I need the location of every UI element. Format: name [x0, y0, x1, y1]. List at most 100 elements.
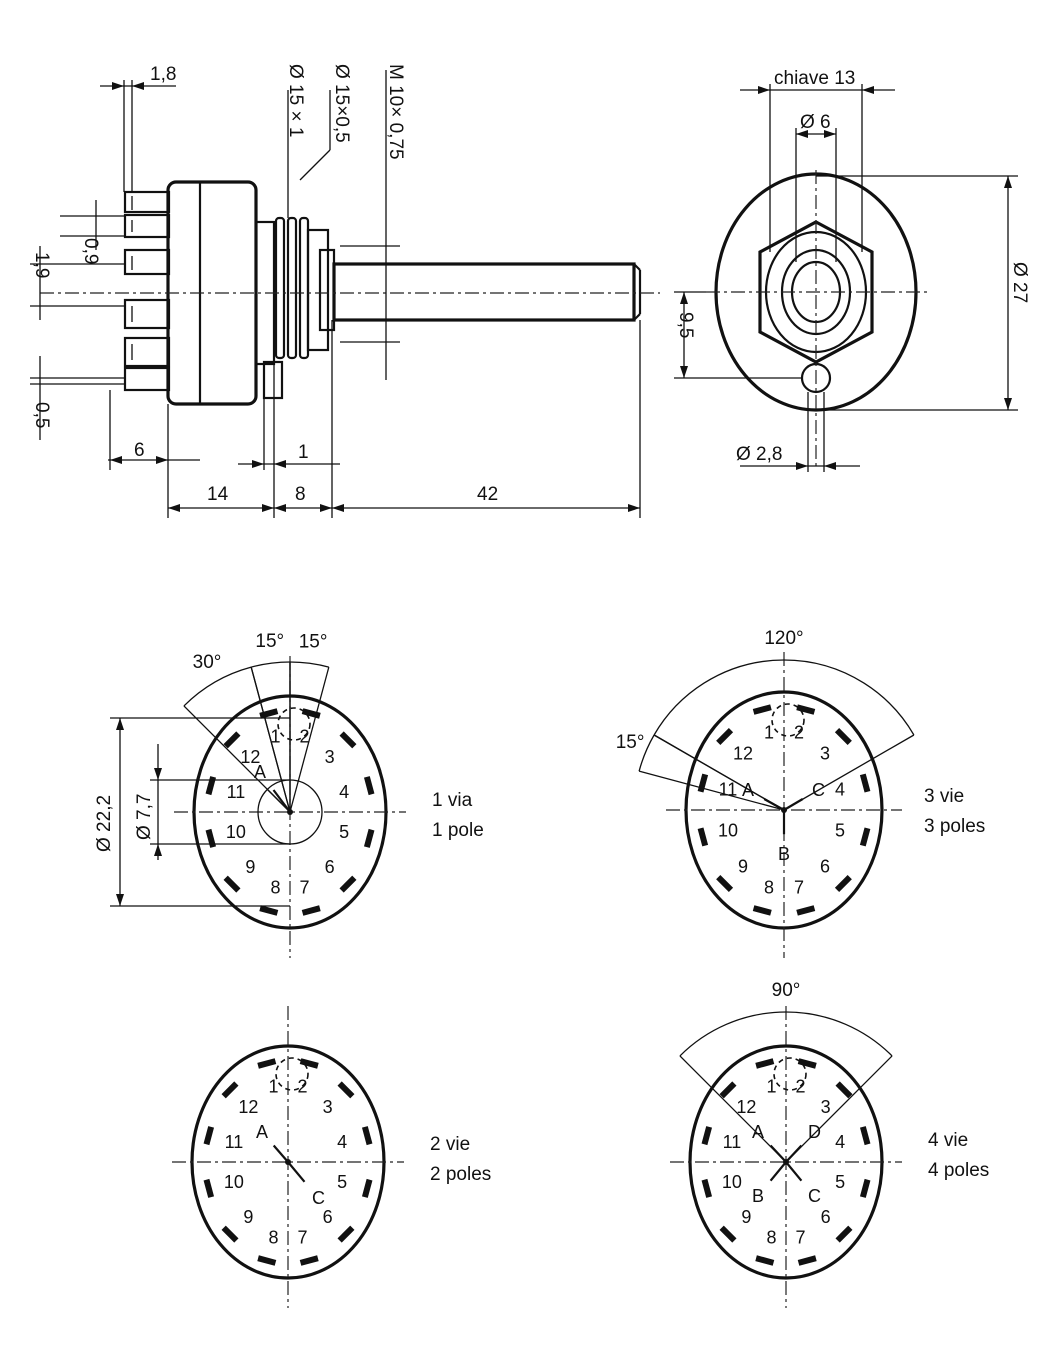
pin-label: 10	[226, 822, 246, 842]
contact-6	[339, 875, 357, 893]
contact-5	[859, 1178, 871, 1198]
pin-label: 1	[766, 1077, 776, 1097]
contact-12	[223, 731, 241, 749]
dim-1-9: 1,9	[31, 252, 52, 278]
contact-3	[339, 731, 357, 749]
pin-label: 3	[820, 743, 830, 763]
pin-label: 12	[240, 747, 260, 767]
pin-label: 2	[795, 1077, 805, 1097]
pin-label: 10	[722, 1172, 742, 1192]
contact-9	[223, 875, 241, 893]
pin-label: 1	[270, 727, 280, 747]
contact-4	[361, 1126, 373, 1146]
pin-label: 5	[835, 1172, 845, 1192]
contact-6	[834, 875, 852, 893]
pin-label: 8	[268, 1227, 278, 1247]
contact-9	[719, 1225, 737, 1243]
contact-7	[299, 1255, 319, 1266]
pin-label: 5	[337, 1172, 347, 1192]
pole-label-it: 2 vie	[430, 1134, 470, 1155]
side-view: 1,8 0,9 1,9 0,5 6 1 14 8 42 Ø 15 × 1 Ø 1…	[30, 64, 660, 518]
contact-4	[859, 773, 871, 793]
pin-label: 10	[224, 1172, 244, 1192]
pin-label: 5	[339, 822, 349, 842]
pin-label: 6	[821, 1207, 831, 1227]
contact-1	[257, 1058, 277, 1069]
pole-label-en: 3 poles	[924, 816, 985, 837]
contact-11	[205, 776, 217, 796]
contact-4	[859, 1126, 871, 1146]
common-A: A	[256, 1122, 268, 1142]
contact-11	[701, 1126, 713, 1146]
contact-3	[835, 1081, 853, 1099]
pin-label: 7	[795, 1227, 805, 1247]
angle-label: 15°	[616, 732, 645, 753]
pin-label: 9	[245, 857, 255, 877]
contact-4	[363, 776, 375, 796]
pin-label: 8	[764, 877, 774, 897]
pin-label: 12	[733, 743, 753, 763]
pin-label: 7	[299, 877, 309, 897]
contact-2	[796, 704, 816, 715]
pole-label-it: 4 vie	[928, 1130, 968, 1151]
angle-label: 15°	[255, 631, 284, 652]
pin-label: 6	[323, 1207, 333, 1227]
contact-12	[221, 1081, 239, 1099]
contact-12	[719, 1081, 737, 1099]
pole-label-en: 1 pole	[432, 820, 484, 841]
pin-label: 7	[297, 1227, 307, 1247]
dim-dia-27: Ø 27	[1009, 262, 1030, 303]
contact-5	[363, 828, 375, 848]
pin-label: 11	[723, 1132, 742, 1152]
dim-dia-15x1: Ø 15 × 1	[285, 64, 306, 137]
dim-chiave-13: chiave 13	[774, 68, 855, 89]
contact-7	[797, 1255, 817, 1266]
dim-14: 14	[207, 484, 229, 505]
contact-6	[337, 1225, 355, 1243]
one-pole-extra-dims: Ø 22,2 Ø 7,7	[94, 717, 323, 907]
contact-10	[697, 827, 709, 847]
dim-dia-15x05: Ø 15×0,5	[331, 64, 352, 143]
pin-label: 6	[820, 857, 830, 877]
pin-label: 12	[238, 1097, 258, 1117]
front-view: chiave 13 Ø 6 Ø 27 9,5 Ø 2,8	[674, 68, 1030, 472]
angle-label: 120°	[764, 628, 803, 649]
common-A: A	[742, 780, 754, 800]
contact-3	[337, 1081, 355, 1099]
angle-label: 90°	[772, 980, 801, 1001]
pin-label: 2	[794, 723, 804, 743]
pin-label: 11	[227, 782, 246, 802]
common-A: A	[254, 762, 266, 782]
pole-label-it: 3 vie	[924, 786, 964, 807]
contact-6	[835, 1225, 853, 1243]
contact-8	[257, 1255, 277, 1266]
pin-label: 10	[718, 821, 738, 841]
pin-label: 4	[835, 1132, 845, 1152]
pin-label: 1	[764, 723, 774, 743]
pin-label: 7	[794, 877, 804, 897]
contact-9	[716, 875, 734, 893]
pin-label: 8	[270, 877, 280, 897]
dim-dia-22-2: Ø 22,2	[94, 795, 115, 852]
contact-11	[203, 1126, 215, 1146]
contact-12	[716, 727, 734, 745]
dim-6: 6	[134, 440, 145, 461]
dim-0-9: 0,9	[80, 238, 101, 264]
pin-label: 2	[299, 727, 309, 747]
pin-label: 3	[325, 747, 335, 767]
angle-label: 30°	[193, 652, 222, 673]
angle-label: 15°	[299, 632, 328, 653]
contact-5	[361, 1178, 373, 1198]
pin-label: 12	[736, 1097, 756, 1117]
dim-dia-6: Ø 6	[800, 112, 831, 133]
pin-label: 2	[297, 1077, 307, 1097]
pole-label-en: 2 poles	[430, 1164, 491, 1185]
pin-label: 8	[766, 1227, 776, 1247]
contact-9	[221, 1225, 239, 1243]
